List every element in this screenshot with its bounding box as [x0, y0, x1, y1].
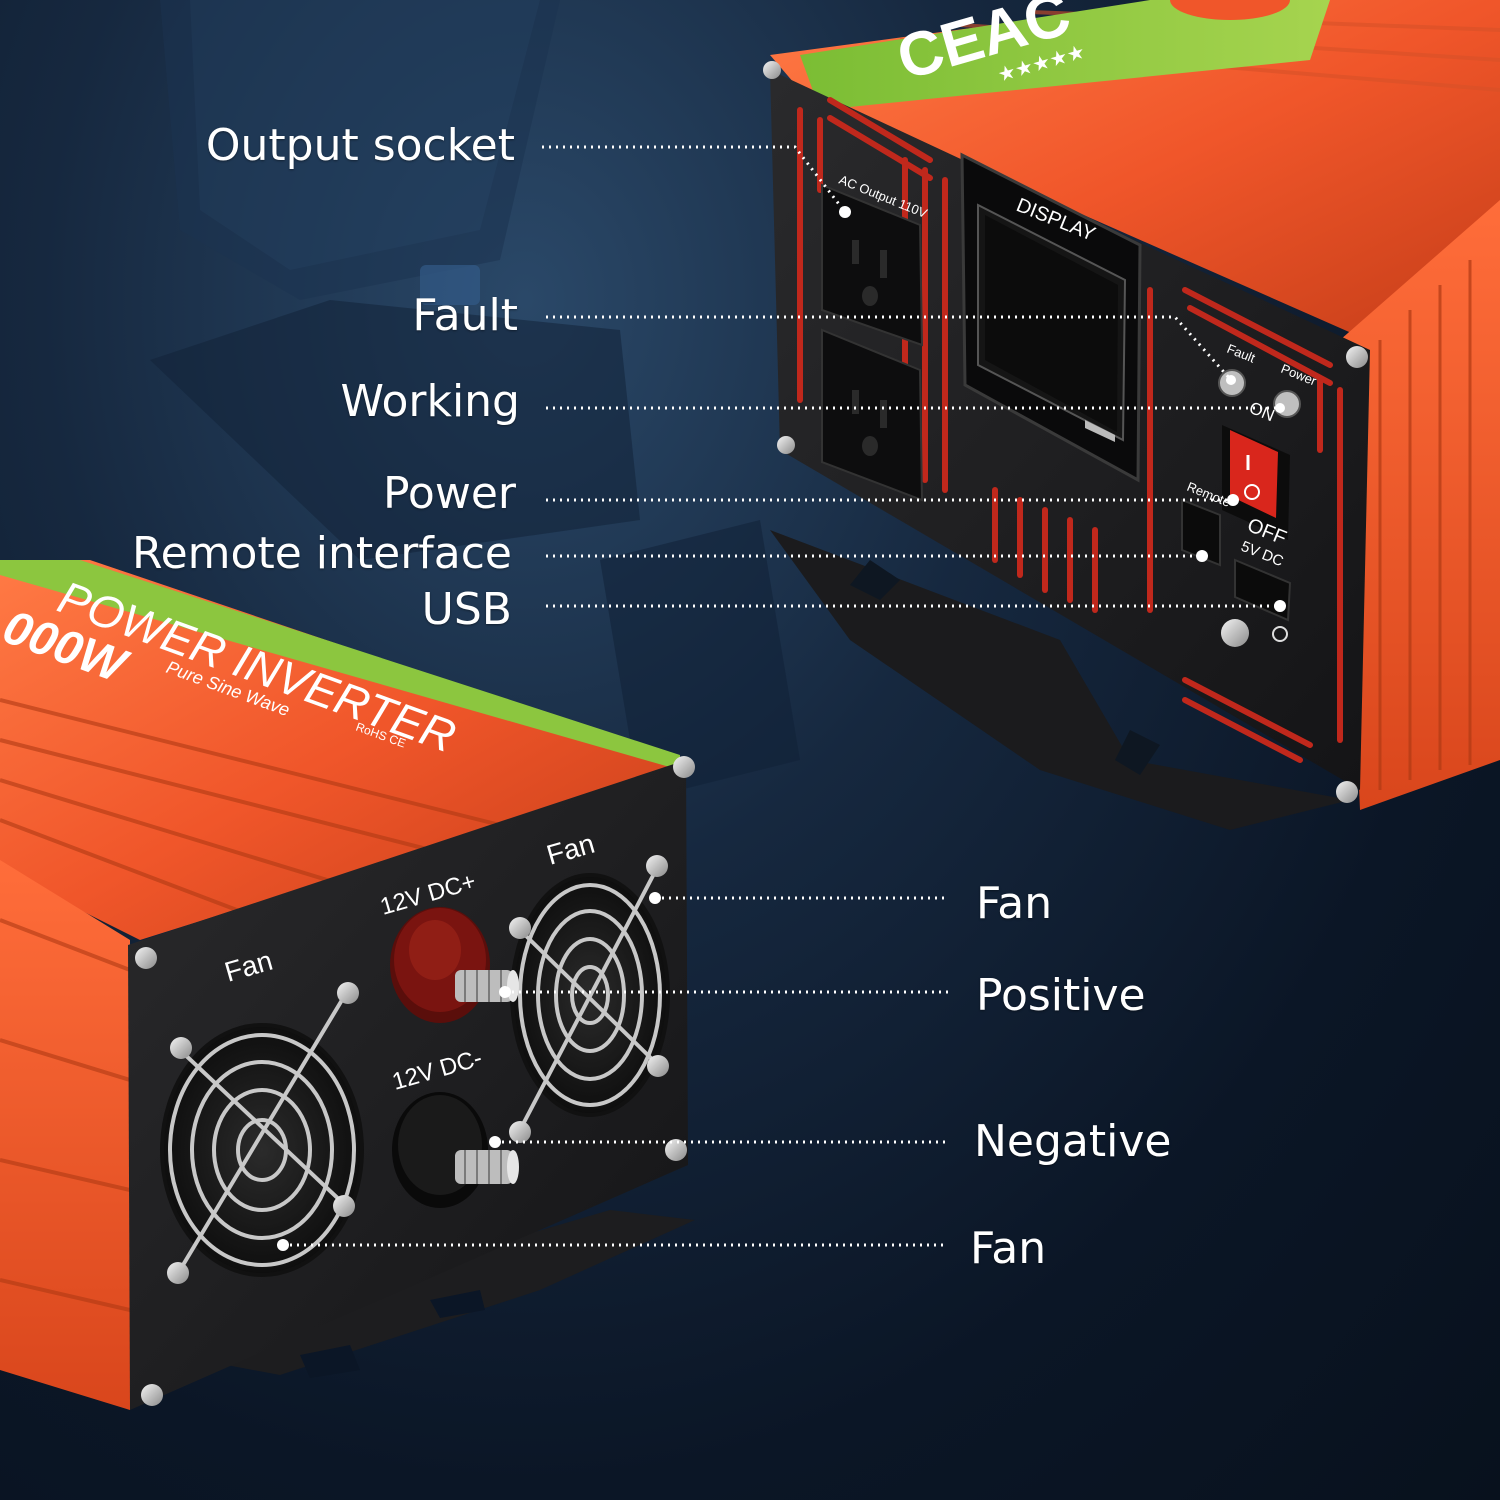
inverter-rear-view: POWER INVERTER 000W Pure Sine Wave RoHS …: [0, 560, 695, 1410]
panel-screws: [763, 61, 1368, 803]
ground-symbol-icon: [1272, 626, 1288, 642]
callout-negative: Negative: [974, 1116, 1172, 1167]
callout-fan-bottom: Fan: [970, 1223, 1047, 1274]
leader-dots: [277, 206, 1286, 1251]
ac-outlet-top: [821, 183, 924, 347]
background-decor: [150, 0, 800, 800]
positive-terminal: [390, 907, 519, 1023]
callout-fan-top: Fan: [976, 878, 1053, 929]
callout-usb: USB: [421, 584, 512, 635]
callout-working: Working: [340, 376, 520, 427]
ground-screw: [1221, 619, 1249, 647]
negative-terminal: [392, 1092, 519, 1208]
left-fan: [160, 982, 364, 1284]
callout-fault: Fault: [412, 290, 518, 341]
brand-logo-orange: [1170, 0, 1290, 20]
callout-power: Power: [382, 468, 516, 519]
ac-outlet-bottom: [821, 328, 924, 502]
rear-panel-screws: [135, 756, 695, 1406]
right-fan: [509, 855, 670, 1143]
callout-positive: Positive: [976, 970, 1146, 1021]
remote-port: [1181, 498, 1221, 567]
inverter-front-view: CEAC ★★★★★: [763, 0, 1500, 830]
leader-lines: [283, 145, 1280, 1247]
callout-remote-interface: Remote interface: [132, 528, 512, 579]
power-rocker-switch: [1222, 425, 1290, 540]
callout-output-socket: Output socket: [205, 120, 515, 171]
